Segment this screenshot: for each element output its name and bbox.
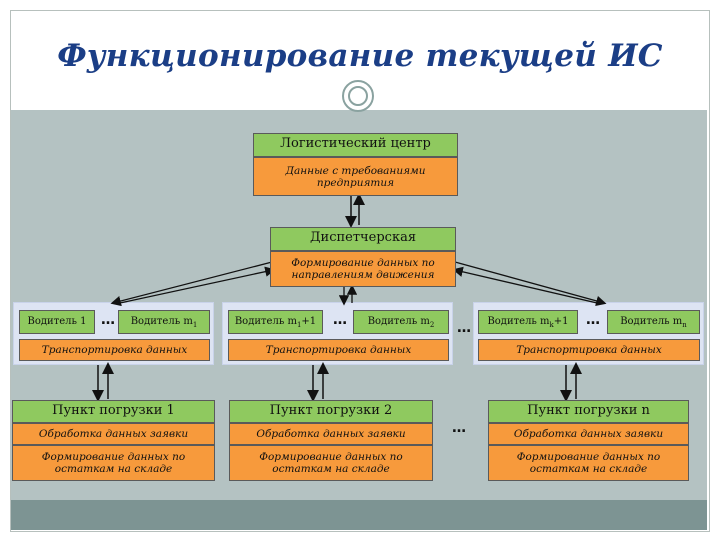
loading-point-1-header: Пункт погрузки 1 <box>12 400 215 423</box>
dispatch-header: Диспетчерская <box>270 227 456 251</box>
logistics-center-data-text: Данные с требованиями предприятия <box>285 164 426 189</box>
driver-m1: Водитель m1 <box>118 310 210 334</box>
logistics-center-header: Логистический центр <box>253 133 458 157</box>
ring-ornament-icon <box>342 80 374 112</box>
loading-point-1-processing: Обработка данных заявки <box>12 423 215 445</box>
driver-m1-plus-1: Водитель m1+1 <box>228 310 323 334</box>
logistics-center-data: Данные с требованиями предприятия <box>253 157 458 196</box>
loading-point-n-stock: Формирование данных по остаткам на склад… <box>488 445 689 481</box>
ellipsis: … <box>452 420 466 436</box>
loading-point-2-processing: Обработка данных заявки <box>229 423 433 445</box>
loading-point-n-processing: Обработка данных заявки <box>488 423 689 445</box>
bottom-strip <box>11 500 707 530</box>
dispatch-data-text: Формирование данных по направлениям движ… <box>291 257 435 281</box>
transport-data-3: Транспортировка данных <box>478 339 700 361</box>
ellipsis: … <box>333 312 347 328</box>
ellipsis: … <box>457 320 471 336</box>
transport-data-2: Транспортировка данных <box>228 339 449 361</box>
ellipsis: … <box>101 312 115 328</box>
slide-title: Функционирование текущей ИС <box>57 38 663 74</box>
loading-point-2-stock: Формирование данных по остаткам на склад… <box>229 445 433 481</box>
transport-data-1: Транспортировка данных <box>19 339 210 361</box>
dispatch-data: Формирование данных по направлениям движ… <box>270 251 456 287</box>
driver-mn: Водитель mn <box>607 310 700 334</box>
ellipsis: … <box>586 312 600 328</box>
loading-point-n-header: Пункт погрузки n <box>488 400 689 423</box>
loading-point-1-stock: Формирование данных по остаткам на склад… <box>12 445 215 481</box>
driver-m2: Водитель m2 <box>353 310 449 334</box>
driver-1: Водитель 1 <box>19 310 95 334</box>
loading-point-2-header: Пункт погрузки 2 <box>229 400 433 423</box>
driver-mk-plus-1: Водитель mk+1 <box>478 310 578 334</box>
